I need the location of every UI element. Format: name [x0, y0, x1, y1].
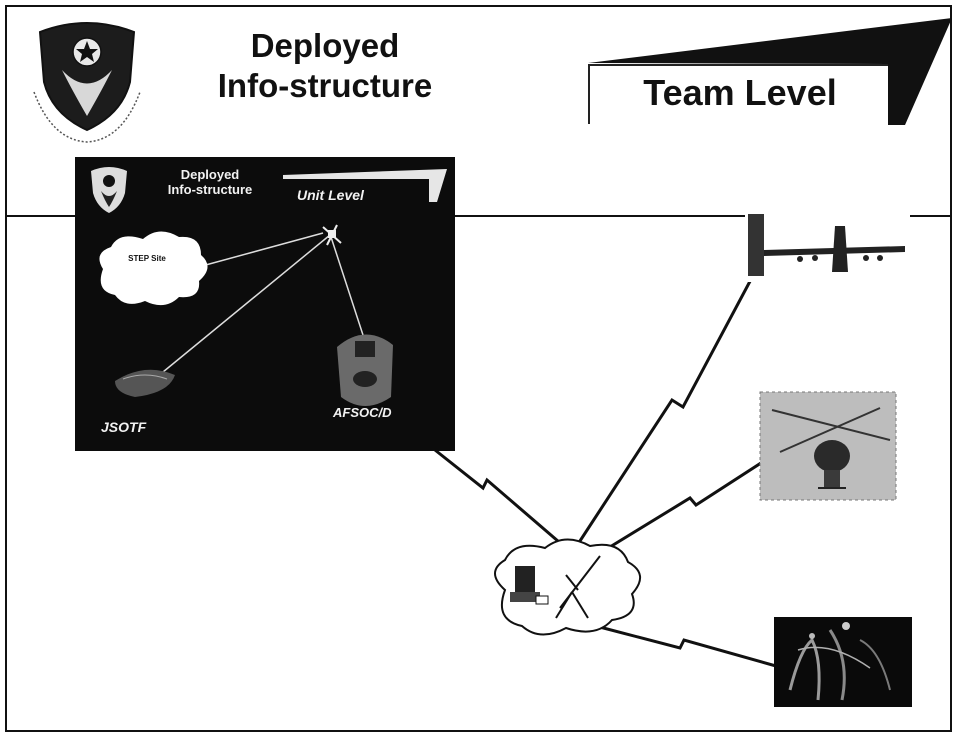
- inset-level-label: Unit Level: [297, 187, 364, 203]
- emblem-icon: [33, 22, 141, 143]
- slide-title: Deployed Info-structure: [190, 26, 460, 106]
- cloud-icon: STEP Site: [99, 231, 208, 306]
- inset-link-cloud-sat: [190, 232, 324, 270]
- afsoc-node-icon: [337, 334, 393, 406]
- link-unit-to-team: [434, 448, 567, 550]
- terminal-icon: [510, 566, 549, 605]
- team-cloud-icon: [494, 538, 641, 636]
- afsoc-label: AFSOC/D: [333, 405, 392, 420]
- unit-level-inset: STEP Site Deployed Info-structure Unit L…: [75, 157, 455, 451]
- link-team-to-ground: [591, 623, 784, 670]
- inset-title: Deployed Info-structure: [145, 167, 275, 197]
- jsotf-node-icon: [115, 369, 175, 397]
- link-team-to-aircraft: [576, 269, 758, 545]
- inset-wedge-shape: [283, 169, 447, 202]
- jsotf-label: JSOTF: [101, 419, 147, 435]
- inset-link-sat-afsoc: [330, 236, 364, 336]
- inset-canvas: STEP Site: [91, 167, 447, 406]
- aircraft-icon: [748, 212, 910, 282]
- slide-frame: [5, 5, 952, 732]
- team-photo-icon: [774, 617, 912, 707]
- link-team-to-helicopter: [604, 450, 779, 552]
- inset-emblem-icon: [91, 167, 127, 213]
- level-label: Team Level: [643, 72, 837, 113]
- satellite-icon: [322, 224, 342, 246]
- level-label-box: [588, 64, 888, 124]
- level-wedge-shape: [588, 18, 952, 125]
- inset-title-line2: Info-structure: [167, 182, 253, 197]
- slide-title-line2: Info-structure: [217, 67, 433, 104]
- helicopter-icon: [759, 391, 897, 501]
- cloud-label: STEP Site: [128, 254, 166, 263]
- inset-title-line1: Deployed: [180, 167, 240, 182]
- inset-link-sat-jsotf: [162, 234, 331, 373]
- antenna-icon: [555, 555, 601, 619]
- slide-title-line1: Deployed: [250, 27, 400, 64]
